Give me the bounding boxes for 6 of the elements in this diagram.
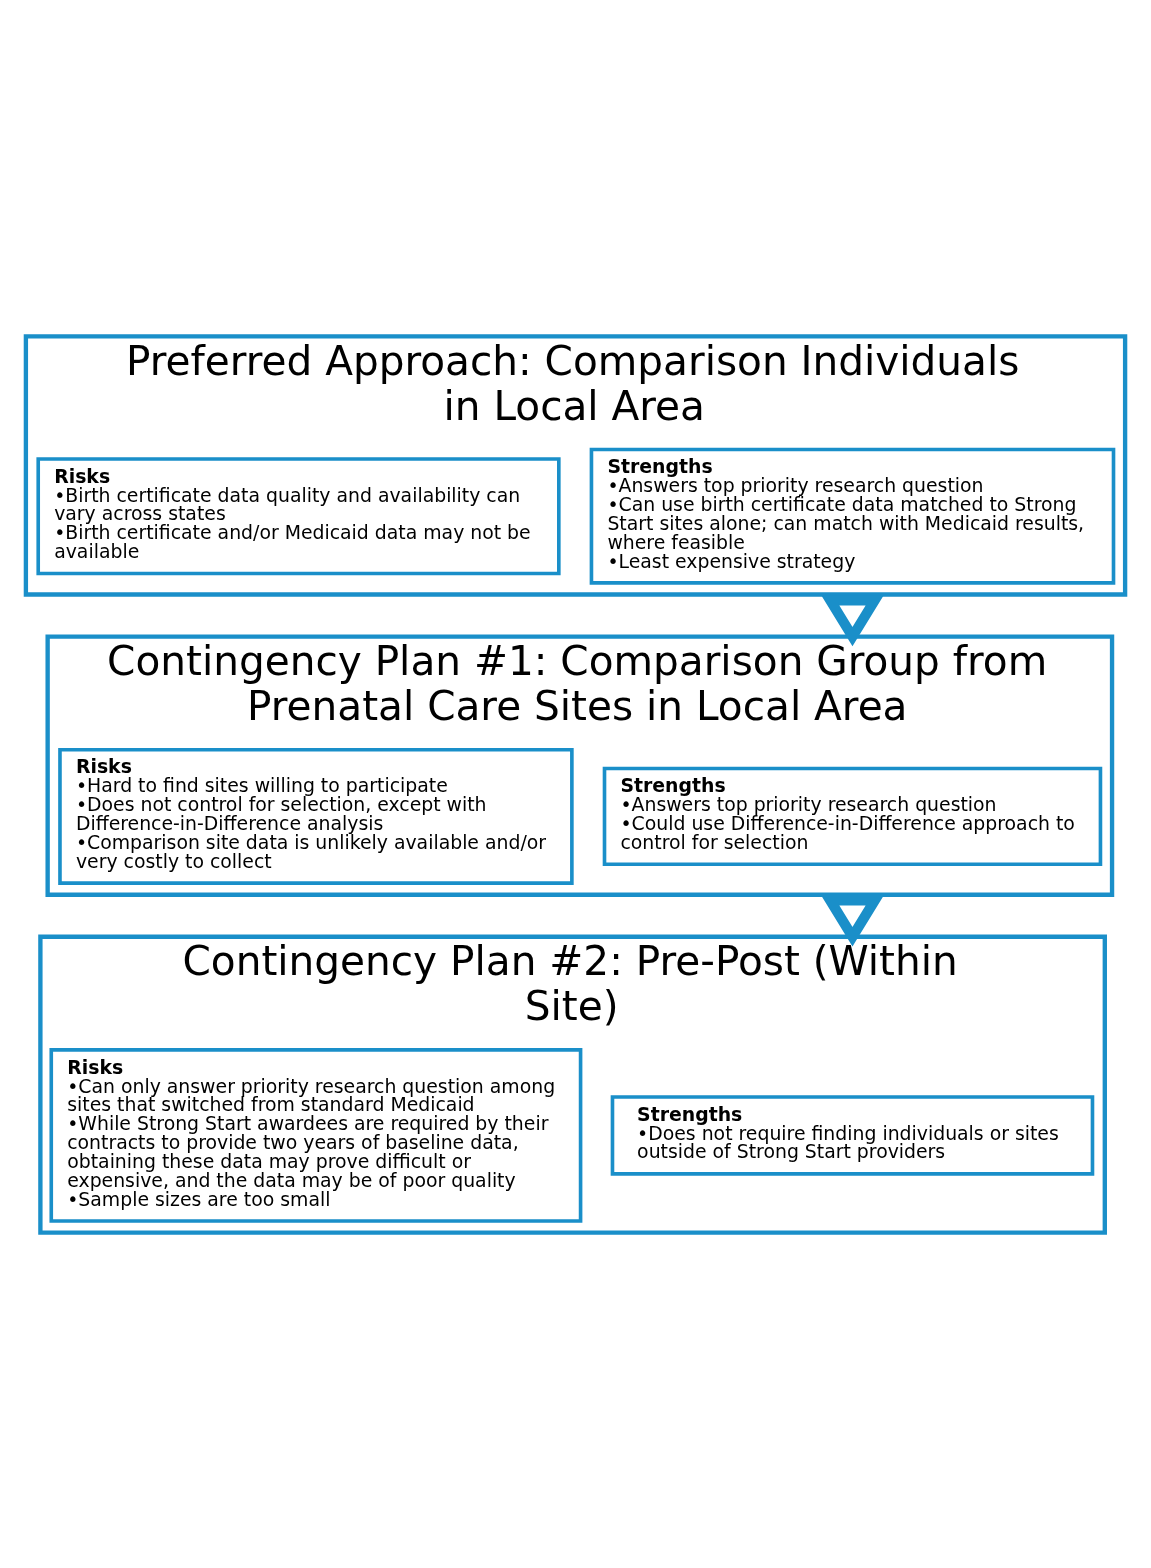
node-box: Risks •Can only answer priority research question among sites that switched from standard Medicaid •While Strong Start awardees are required by their contracts to provide two years of baseline data, obtaining these data may prove difficult or expensive, and the data may be of poor quality •Sample sizes are too small xyxy=(49,1047,583,1223)
node-box: Strengths •Answers top priority research question •Can use birth certificate data matched to Strong Start sites alone; can match with Medicaid results, where feasible •Least expensive strategy xyxy=(589,447,1116,585)
node-box: Risks •Hard to find sites willing to participate •Does not control for selection, except with Difference-in-Difference analysis •Comparison site data is unlikely available and/or very costly to collect xyxy=(58,747,574,885)
node-box: Strengths •Does not require finding individuals or sites outside of Strong Start providers xyxy=(610,1094,1095,1176)
node-box: Strengths •Answers top priority research question •Could use Difference-in-Difference approach to control for selection xyxy=(602,766,1103,866)
node-box: Risks •Birth certificate data quality and availability can vary across states •Birth certificate and/or Medicaid data may not be available xyxy=(36,456,561,575)
